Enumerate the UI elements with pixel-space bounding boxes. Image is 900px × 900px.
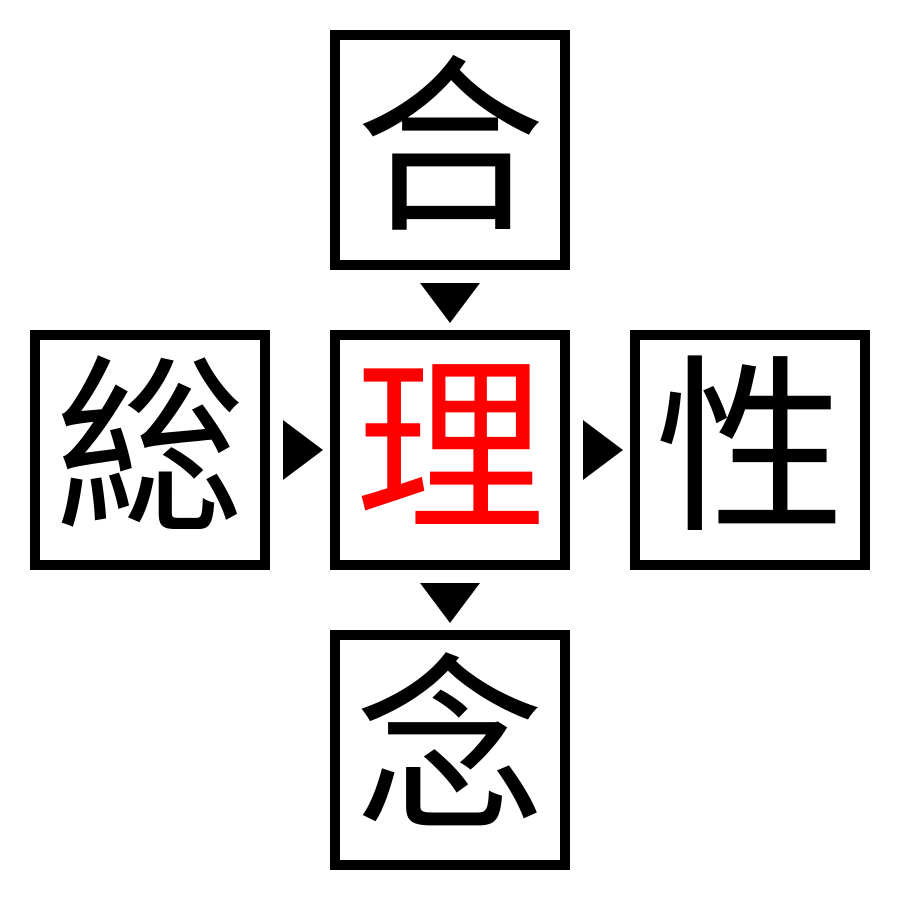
triangle-down-icon xyxy=(420,283,480,323)
triangle-down-icon xyxy=(420,583,480,623)
kanji-top: 合 xyxy=(354,39,545,260)
triangle-right-icon xyxy=(583,420,623,480)
kanji-left: 総 xyxy=(54,339,245,560)
kanji-right: 性 xyxy=(654,339,845,560)
kanji-bottom: 念 xyxy=(354,639,545,860)
kanji-center-answer: 理 xyxy=(354,339,545,560)
triangle-right-icon xyxy=(283,420,323,480)
cell-center-answer: 理 xyxy=(330,330,570,570)
cell-bottom: 念 xyxy=(330,630,570,870)
cell-top: 合 xyxy=(330,30,570,270)
cell-left: 総 xyxy=(30,330,270,570)
cell-right: 性 xyxy=(630,330,870,570)
